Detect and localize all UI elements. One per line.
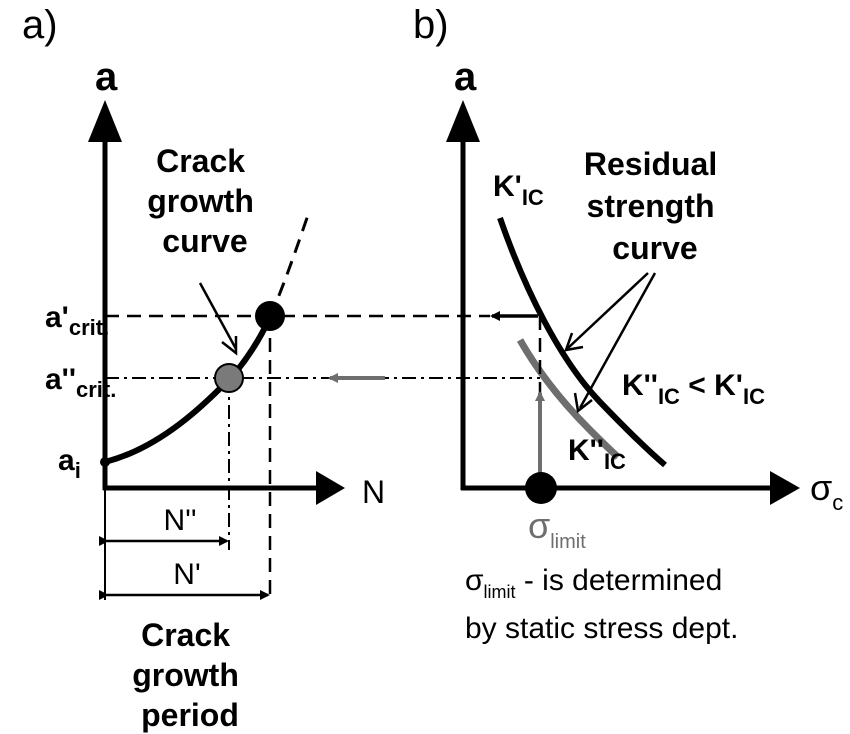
crack-growth-curve-extension	[268, 214, 310, 318]
crack-growth-curve-title: Crack growth curve	[147, 143, 263, 259]
residual-title-pointer-k1	[567, 272, 649, 349]
residual-title-pointer-k1-head	[564, 332, 584, 352]
panel-b-x-axis-arrowhead	[770, 471, 800, 505]
panel-a-x-axis-label: N	[362, 474, 385, 510]
k-ic-inequality: K''IC < K'IC	[622, 369, 765, 409]
a-crit-1-point	[255, 301, 285, 331]
curve-start-point	[100, 457, 110, 467]
a-crit-1-label: a'crit.	[45, 301, 109, 340]
panel-b-x-axis-label: σc	[810, 467, 843, 515]
crack-growth-curve	[104, 315, 273, 465]
panel-b-y-axis-label: a	[454, 55, 477, 99]
residual-title-pointer-k2-head	[573, 392, 593, 414]
sigma-limit-note-line-2: by static stress dept.	[465, 612, 738, 645]
sigma-limit-point	[525, 472, 557, 504]
residual-strength-curve-title: Residual strength curve	[584, 146, 726, 266]
a-crit-2-label: a''crit.	[45, 363, 116, 402]
k1-curve-label: K'IC	[493, 170, 544, 210]
a-i-label: ai	[58, 444, 81, 483]
panel-a-y-axis-label: a	[95, 55, 118, 99]
k2-residual-strength-curve	[516, 338, 621, 460]
k1-residual-strength-curve	[497, 217, 667, 468]
panel-a-y-axis-arrowhead	[88, 100, 122, 142]
crack-growth-period-title: Crack growth period	[132, 617, 248, 733]
k2-curve-label: K''IC	[568, 434, 626, 474]
n1-label: N'	[173, 558, 200, 591]
panel-b-label: b)	[413, 3, 449, 47]
curve-title-pointer-head	[221, 336, 238, 356]
panel-a-x-axis-arrowhead	[316, 471, 345, 505]
sigma-limit-note-line-1: σlimit - is determined	[465, 564, 722, 602]
n2-label: N''	[163, 504, 196, 537]
panel-b-y-axis-arrowhead	[446, 100, 480, 142]
panel-a-label: a)	[22, 3, 58, 47]
a-crit-2-point	[214, 363, 244, 393]
residual-title-pointer-k2	[578, 272, 657, 409]
sigma-limit-label: σlimit	[528, 505, 586, 553]
